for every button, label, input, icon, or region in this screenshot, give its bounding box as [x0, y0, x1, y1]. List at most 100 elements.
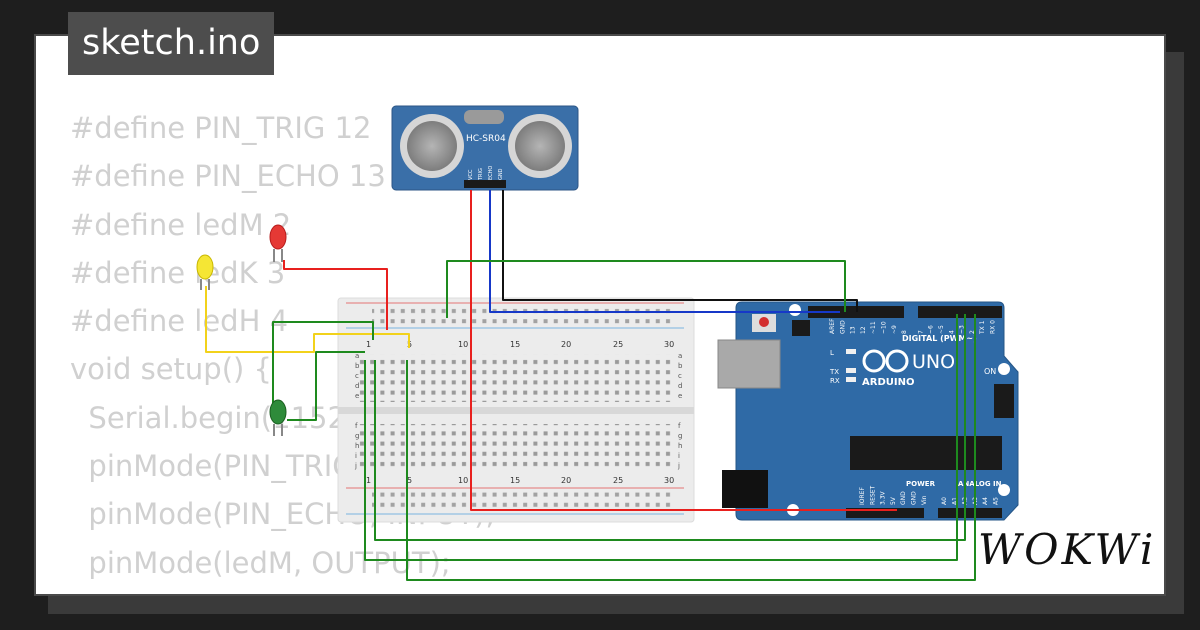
arduino-brand-label: ARDUINO — [862, 377, 914, 388]
breadboard-row-label: g — [355, 432, 359, 440]
power-pin-label: IOREF — [859, 487, 866, 505]
breadboard-row-label: c — [678, 372, 682, 380]
analog-pin-label: A1 — [951, 497, 958, 505]
breadboard-column-label: 25 — [613, 476, 623, 485]
breadboard-column-label: 5 — [407, 476, 412, 485]
breadboard-column-label: 10 — [458, 340, 468, 349]
wire-green-pin4 — [406, 314, 976, 581]
breadboard-row-label: a — [355, 352, 359, 360]
wire-red-led — [283, 260, 388, 330]
breadboard-column-label: 1 — [366, 476, 371, 485]
breadboard-row-label: b — [355, 362, 360, 370]
indicator-led-label: TX — [829, 368, 839, 376]
breadboard-row-label: a — [678, 352, 682, 360]
digital-pin-label: TX 1 — [979, 320, 986, 335]
breadboard-row-label: j — [354, 462, 357, 470]
power-pin-label: GND — [911, 491, 918, 505]
sensor-model-label: HC-SR04 — [466, 134, 506, 144]
file-title-tab[interactable]: sketch.ino — [68, 12, 275, 75]
power-pin-label: RESET — [869, 485, 876, 505]
indicator-led — [846, 349, 856, 354]
led-yellow[interactable] — [196, 254, 214, 290]
breadboard-row-label: j — [677, 462, 680, 470]
power-pin-label: 5V — [890, 496, 897, 505]
power-pin-label: Vin — [921, 495, 928, 505]
power-pin-label: 3.3V — [880, 490, 887, 505]
breadboard-row-label: i — [355, 452, 357, 460]
breadboard-column-label: 20 — [561, 340, 571, 349]
sensor-pin-label: GND — [498, 168, 504, 180]
breadboard-column-label: 10 — [458, 476, 468, 485]
digital-pin-label: ~10 — [881, 321, 888, 334]
breadboard-row-label: e — [678, 392, 682, 400]
breadboard-row-label: f — [678, 422, 681, 430]
wire-blue-echo — [489, 190, 840, 313]
breadboard-row-label: d — [678, 382, 682, 390]
wire-green-pin3 — [374, 314, 966, 541]
led-red[interactable] — [269, 224, 287, 262]
wire-red-vcc — [470, 190, 897, 511]
digital-pin-label: AREF — [829, 318, 836, 334]
indicator-led — [846, 368, 856, 373]
indicator-led-label: L — [830, 349, 834, 357]
wires — [205, 190, 976, 581]
wire-green-led — [272, 321, 374, 420]
code-line: void setup() { — [70, 352, 272, 387]
breadboard-row-label: c — [355, 372, 359, 380]
breadboard-column-label: 15 — [510, 476, 520, 485]
breadboard-column-label: 15 — [510, 340, 520, 349]
sensor-pin-label: ECHO — [488, 166, 494, 180]
wire-black-gnd — [502, 190, 858, 312]
breadboard-column-label: 25 — [613, 340, 623, 349]
arduino-uno-board: UNO ARDUINO DIGITAL (PWM~) ON POWER ANAL… — [717, 301, 1019, 521]
wire-yellow-led — [205, 286, 410, 353]
wokwi-logo: WOKWi — [978, 525, 1157, 574]
breadboard-row-label: i — [678, 452, 680, 460]
led-green[interactable] — [269, 399, 287, 436]
breadboard-row-label: e — [355, 392, 359, 400]
sensor-pin-label: VCC — [468, 169, 474, 180]
digital-pin-label: ~9 — [891, 325, 898, 334]
code-line: #define ledM 2 — [70, 207, 292, 242]
power-pin-label: GND — [900, 491, 907, 505]
digital-pin-label: ~11 — [870, 321, 877, 334]
digital-pin-label: 7 — [917, 330, 924, 334]
code-line: pinMode(ledM, OUTPUT); — [70, 545, 451, 580]
code-line: pinMode(ledK, OUTPUT); — [70, 587, 512, 595]
wire-green-gnd — [287, 351, 365, 421]
power-header-label: POWER — [906, 480, 936, 488]
code-line: #define PIN_ECHO 13 — [70, 159, 386, 194]
digital-pin-label: ~3 — [959, 325, 966, 334]
digital-pin-label: GND — [839, 320, 846, 334]
code-line: #define PIN_TRIG 12 — [70, 111, 372, 145]
breadboard-row-label: g — [678, 432, 682, 440]
breadboard-column-label: 30 — [664, 476, 674, 485]
breadboard-row-label: b — [678, 362, 683, 370]
analog-pin-label: A4 — [982, 497, 989, 505]
digital-pin-label: 8 — [901, 330, 908, 334]
breadboard-row-label: h — [355, 442, 359, 450]
breadboard-row-label: h — [678, 442, 682, 450]
hc-sr04-sensor: HC-SR04 VCC TRIG ECHO GND — [391, 105, 579, 191]
indicator-led — [846, 377, 856, 382]
wire-green-trig — [446, 260, 846, 318]
uno-model-label: UNO — [912, 351, 955, 373]
indicator-led-label: RX — [830, 377, 840, 385]
digital-pin-label: 4 — [948, 330, 955, 334]
breadboard-row-label: d — [355, 382, 359, 390]
wire-green-pin2 — [364, 314, 958, 561]
digital-pin-label: 2 — [969, 330, 976, 334]
digital-pin-label: ~6 — [928, 325, 935, 334]
analog-pin-label: A5 — [993, 497, 1000, 505]
breadboard-column-label: 30 — [664, 340, 674, 349]
digital-pin-label: 12 — [860, 326, 867, 334]
sensor-pin-label: TRIG — [478, 168, 484, 181]
digital-header-label: DIGITAL (PWM~) — [902, 334, 977, 343]
analog-pin-label: A0 — [941, 497, 948, 505]
breadboard-row-label: f — [355, 422, 358, 430]
on-led-label: ON — [984, 367, 996, 376]
breadboard-column-label: 1 — [366, 340, 371, 349]
digital-pin-label: RX 0 — [990, 320, 997, 334]
